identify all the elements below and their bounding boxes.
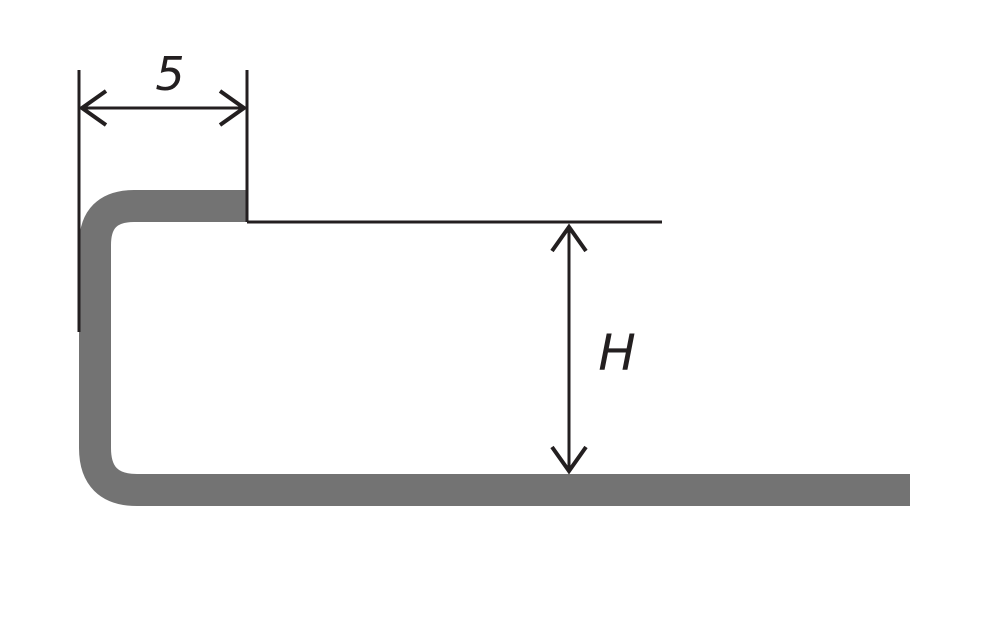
height-dimension-label: H <box>598 324 636 382</box>
width-dimension-label: 5 <box>155 47 184 101</box>
height-dimension: H <box>550 223 636 475</box>
height-arrow-up-icon <box>550 223 588 253</box>
height-arrow-down-icon <box>550 445 588 475</box>
width-dimension: 5 <box>78 47 248 127</box>
width-arrow-right-icon <box>218 89 248 127</box>
profile-shape <box>79 190 910 506</box>
width-arrow-left-icon <box>78 89 108 127</box>
